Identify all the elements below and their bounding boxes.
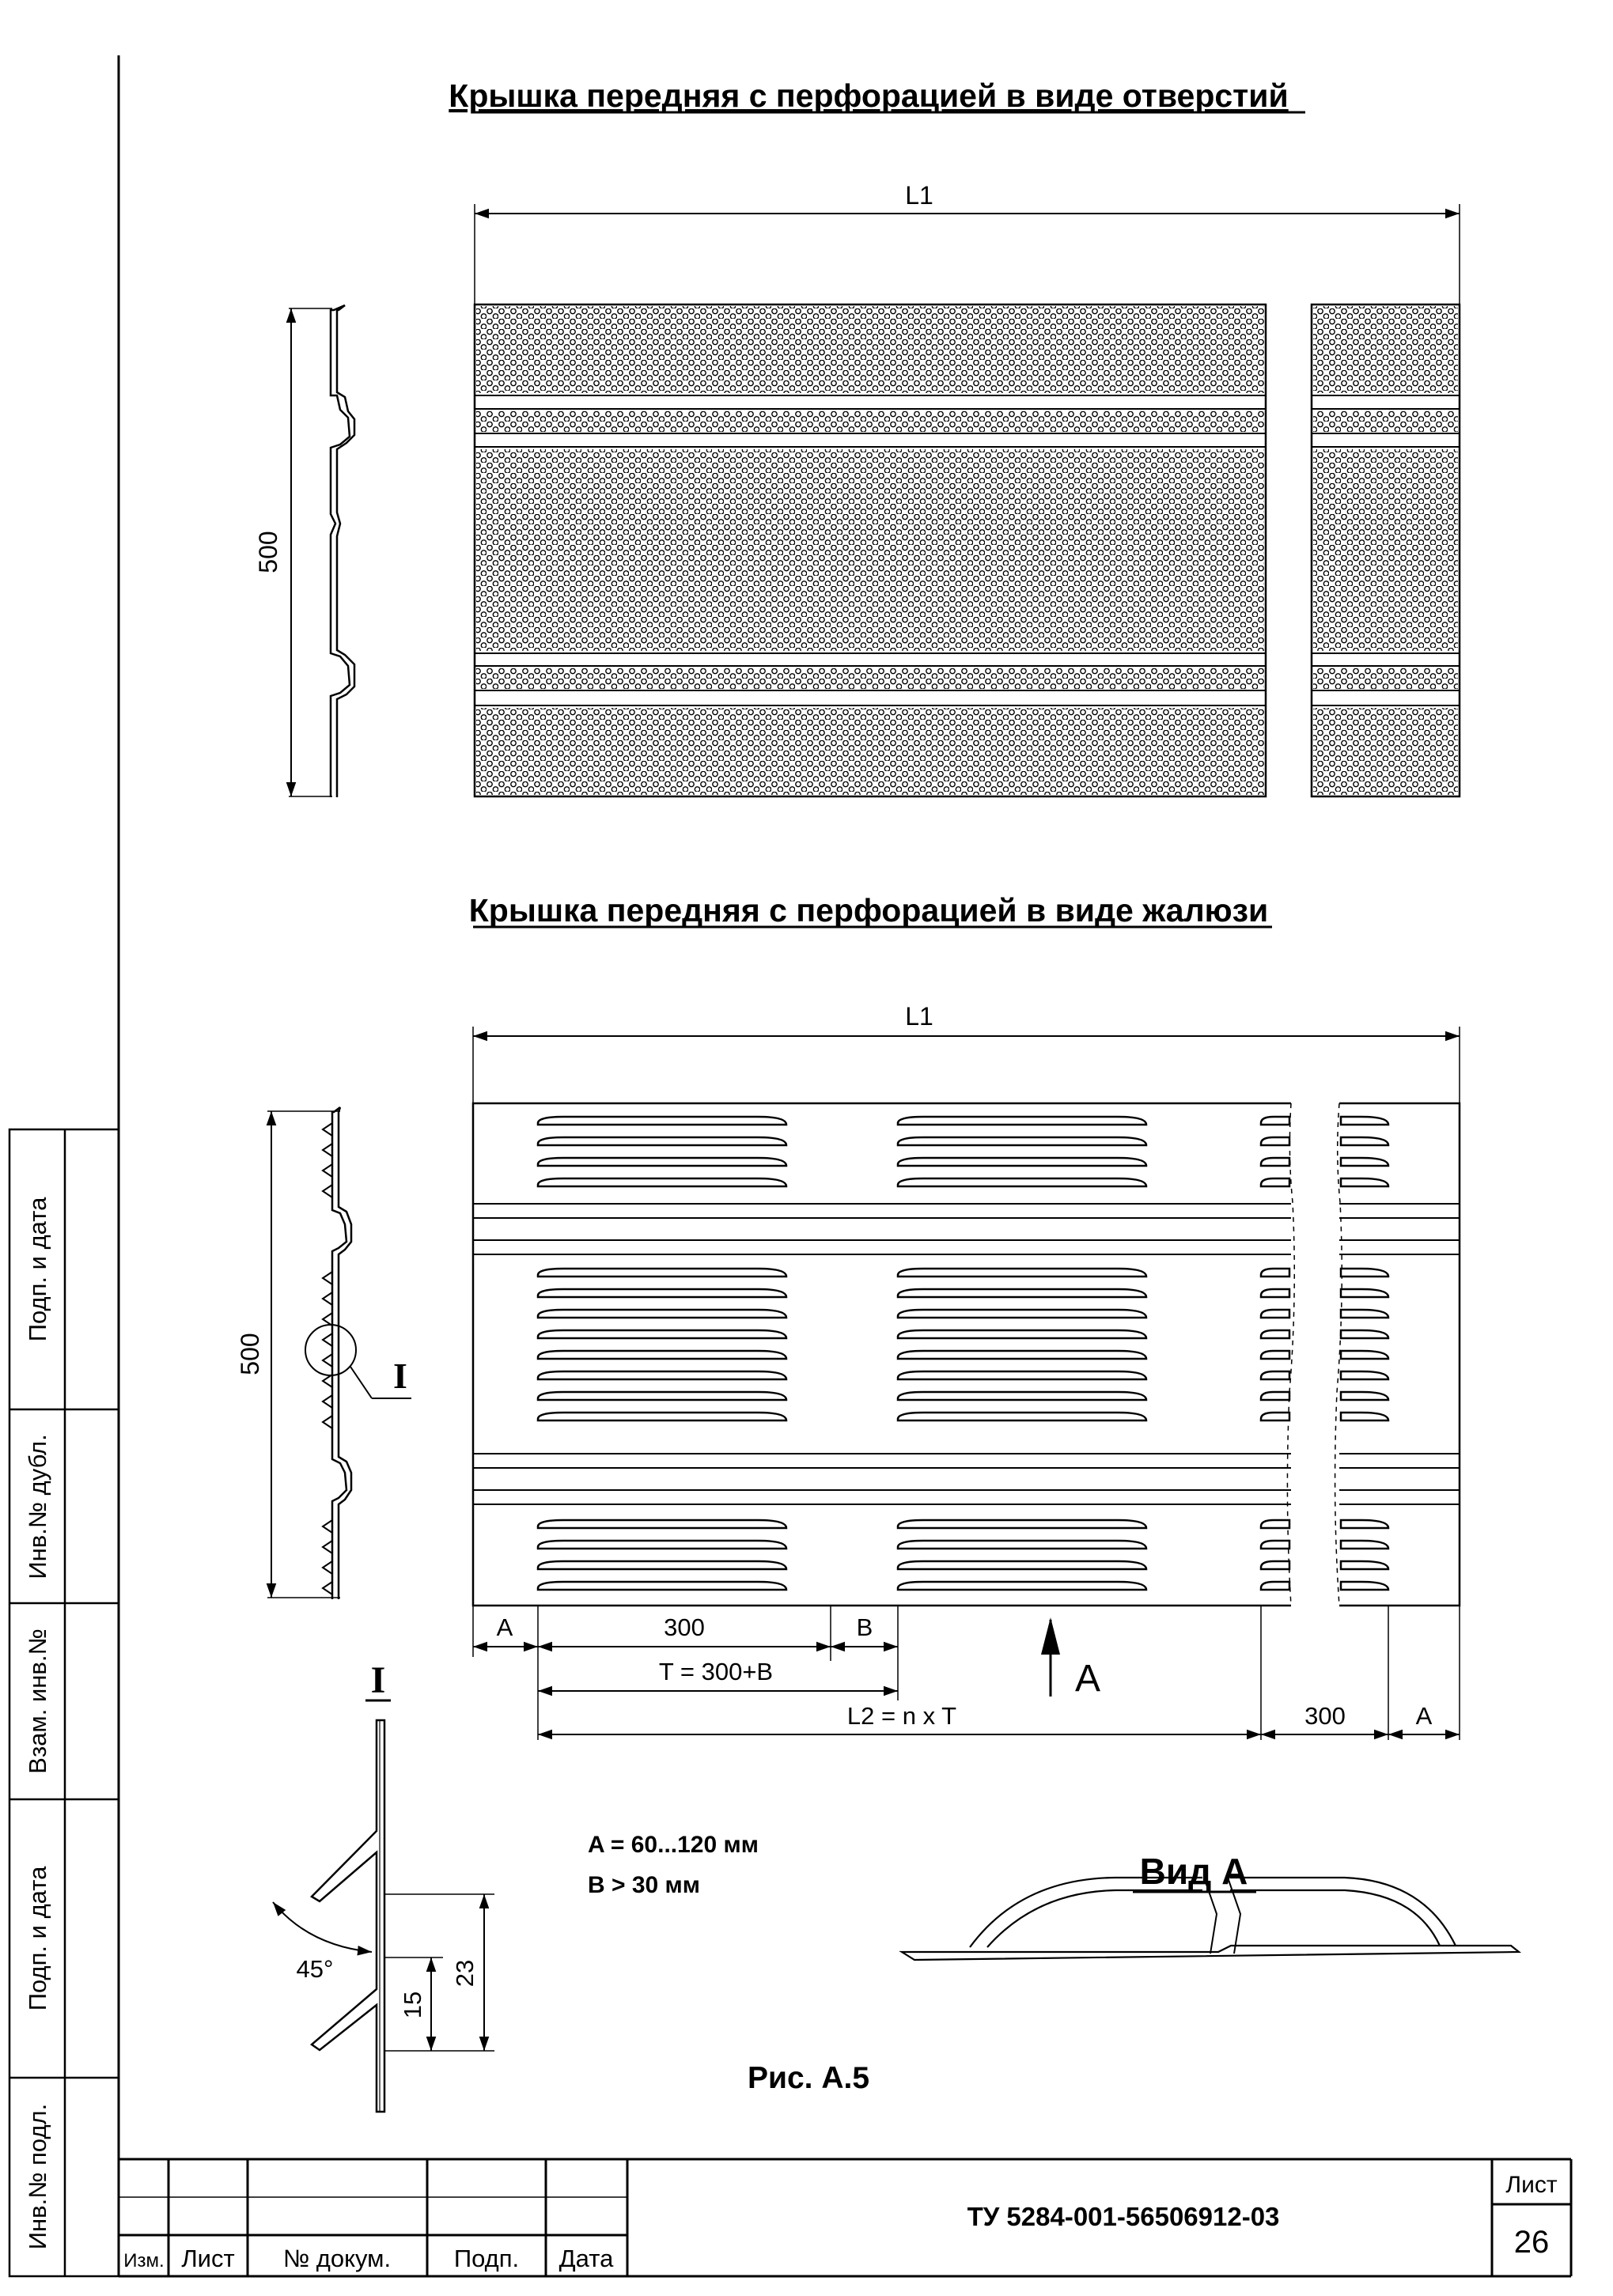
l1-top-label: L1 (905, 181, 933, 210)
louver-panel-drawing: L1 (236, 1002, 1461, 1740)
height-top-label: 500 (254, 531, 282, 573)
dim-23-label: 23 (451, 1960, 479, 1987)
holes-title: Крышка передняя с перфорацией в виде отв… (449, 78, 1288, 114)
view-a-drawing: Вид А (899, 1851, 1522, 1961)
a-left-label: A (497, 1613, 513, 1641)
stamp-cell-podp-data-2: Подп. и дата (24, 1866, 51, 2010)
width-300-right-label: 300 (1304, 1702, 1346, 1730)
height-bottom-label: 500 (236, 1333, 264, 1375)
title-block: Изм. Лист № докум. Подп. Дата ТУ 5284-00… (119, 2158, 1571, 2276)
stamp-cell-podp-data-1: Подп. и дата (24, 1197, 51, 1341)
holes-panel-drawing: L1 (254, 181, 1461, 798)
tb-header-izm: Изм. (123, 2250, 164, 2271)
sheet-number: 26 (1514, 2225, 1550, 2260)
l1-bottom-label: L1 (905, 1002, 933, 1031)
view-arrow-label: A (1075, 1658, 1100, 1700)
document-code: ТУ 5284-001-56506912-03 (967, 2202, 1280, 2231)
b-min-note: B > 30 мм (588, 1872, 700, 1898)
a-range-note: A = 60...120 мм (588, 1832, 759, 1858)
figure-caption: Рис. А.5 (748, 2061, 869, 2095)
tb-header-list: Лист (181, 2245, 234, 2272)
stamp-cell-inv-dubl: Инв.№ дубл. (24, 1434, 51, 1579)
stamp-cell-vzam-inv: Взам. инв.№ (24, 1628, 51, 1773)
side-stamp: Инв.№ подл. Подп. и дата Взам. инв.№ Инв… (8, 1128, 120, 2278)
l2-formula-label: L2 = n x T (847, 1702, 956, 1730)
tb-header-data: Дата (559, 2245, 614, 2272)
a-right-label: A (1416, 1702, 1433, 1730)
tb-header-doc: № докум. (283, 2245, 391, 2272)
dim-15-label: 15 (399, 1992, 426, 2018)
tb-header-podp: Подп. (454, 2245, 519, 2272)
detail-i-drawing: I 45° 15 23 (272, 1659, 494, 2113)
angle-label: 45° (297, 1955, 334, 1983)
stamp-cell-inv-podl: Инв.№ подл. (24, 2104, 51, 2250)
t-formula-label: T = 300+B (659, 1658, 773, 1685)
width-300-left-label: 300 (664, 1613, 705, 1641)
b-label: B (857, 1613, 873, 1641)
louver-title: Крышка передняя с перфорацией в виде жал… (469, 892, 1269, 929)
sheet-label: Лист (1505, 2172, 1557, 2198)
view-a-title: Вид А (1140, 1851, 1248, 1892)
detail-callout-label: I (393, 1356, 407, 1396)
detail-title-label: I (371, 1659, 386, 1701)
